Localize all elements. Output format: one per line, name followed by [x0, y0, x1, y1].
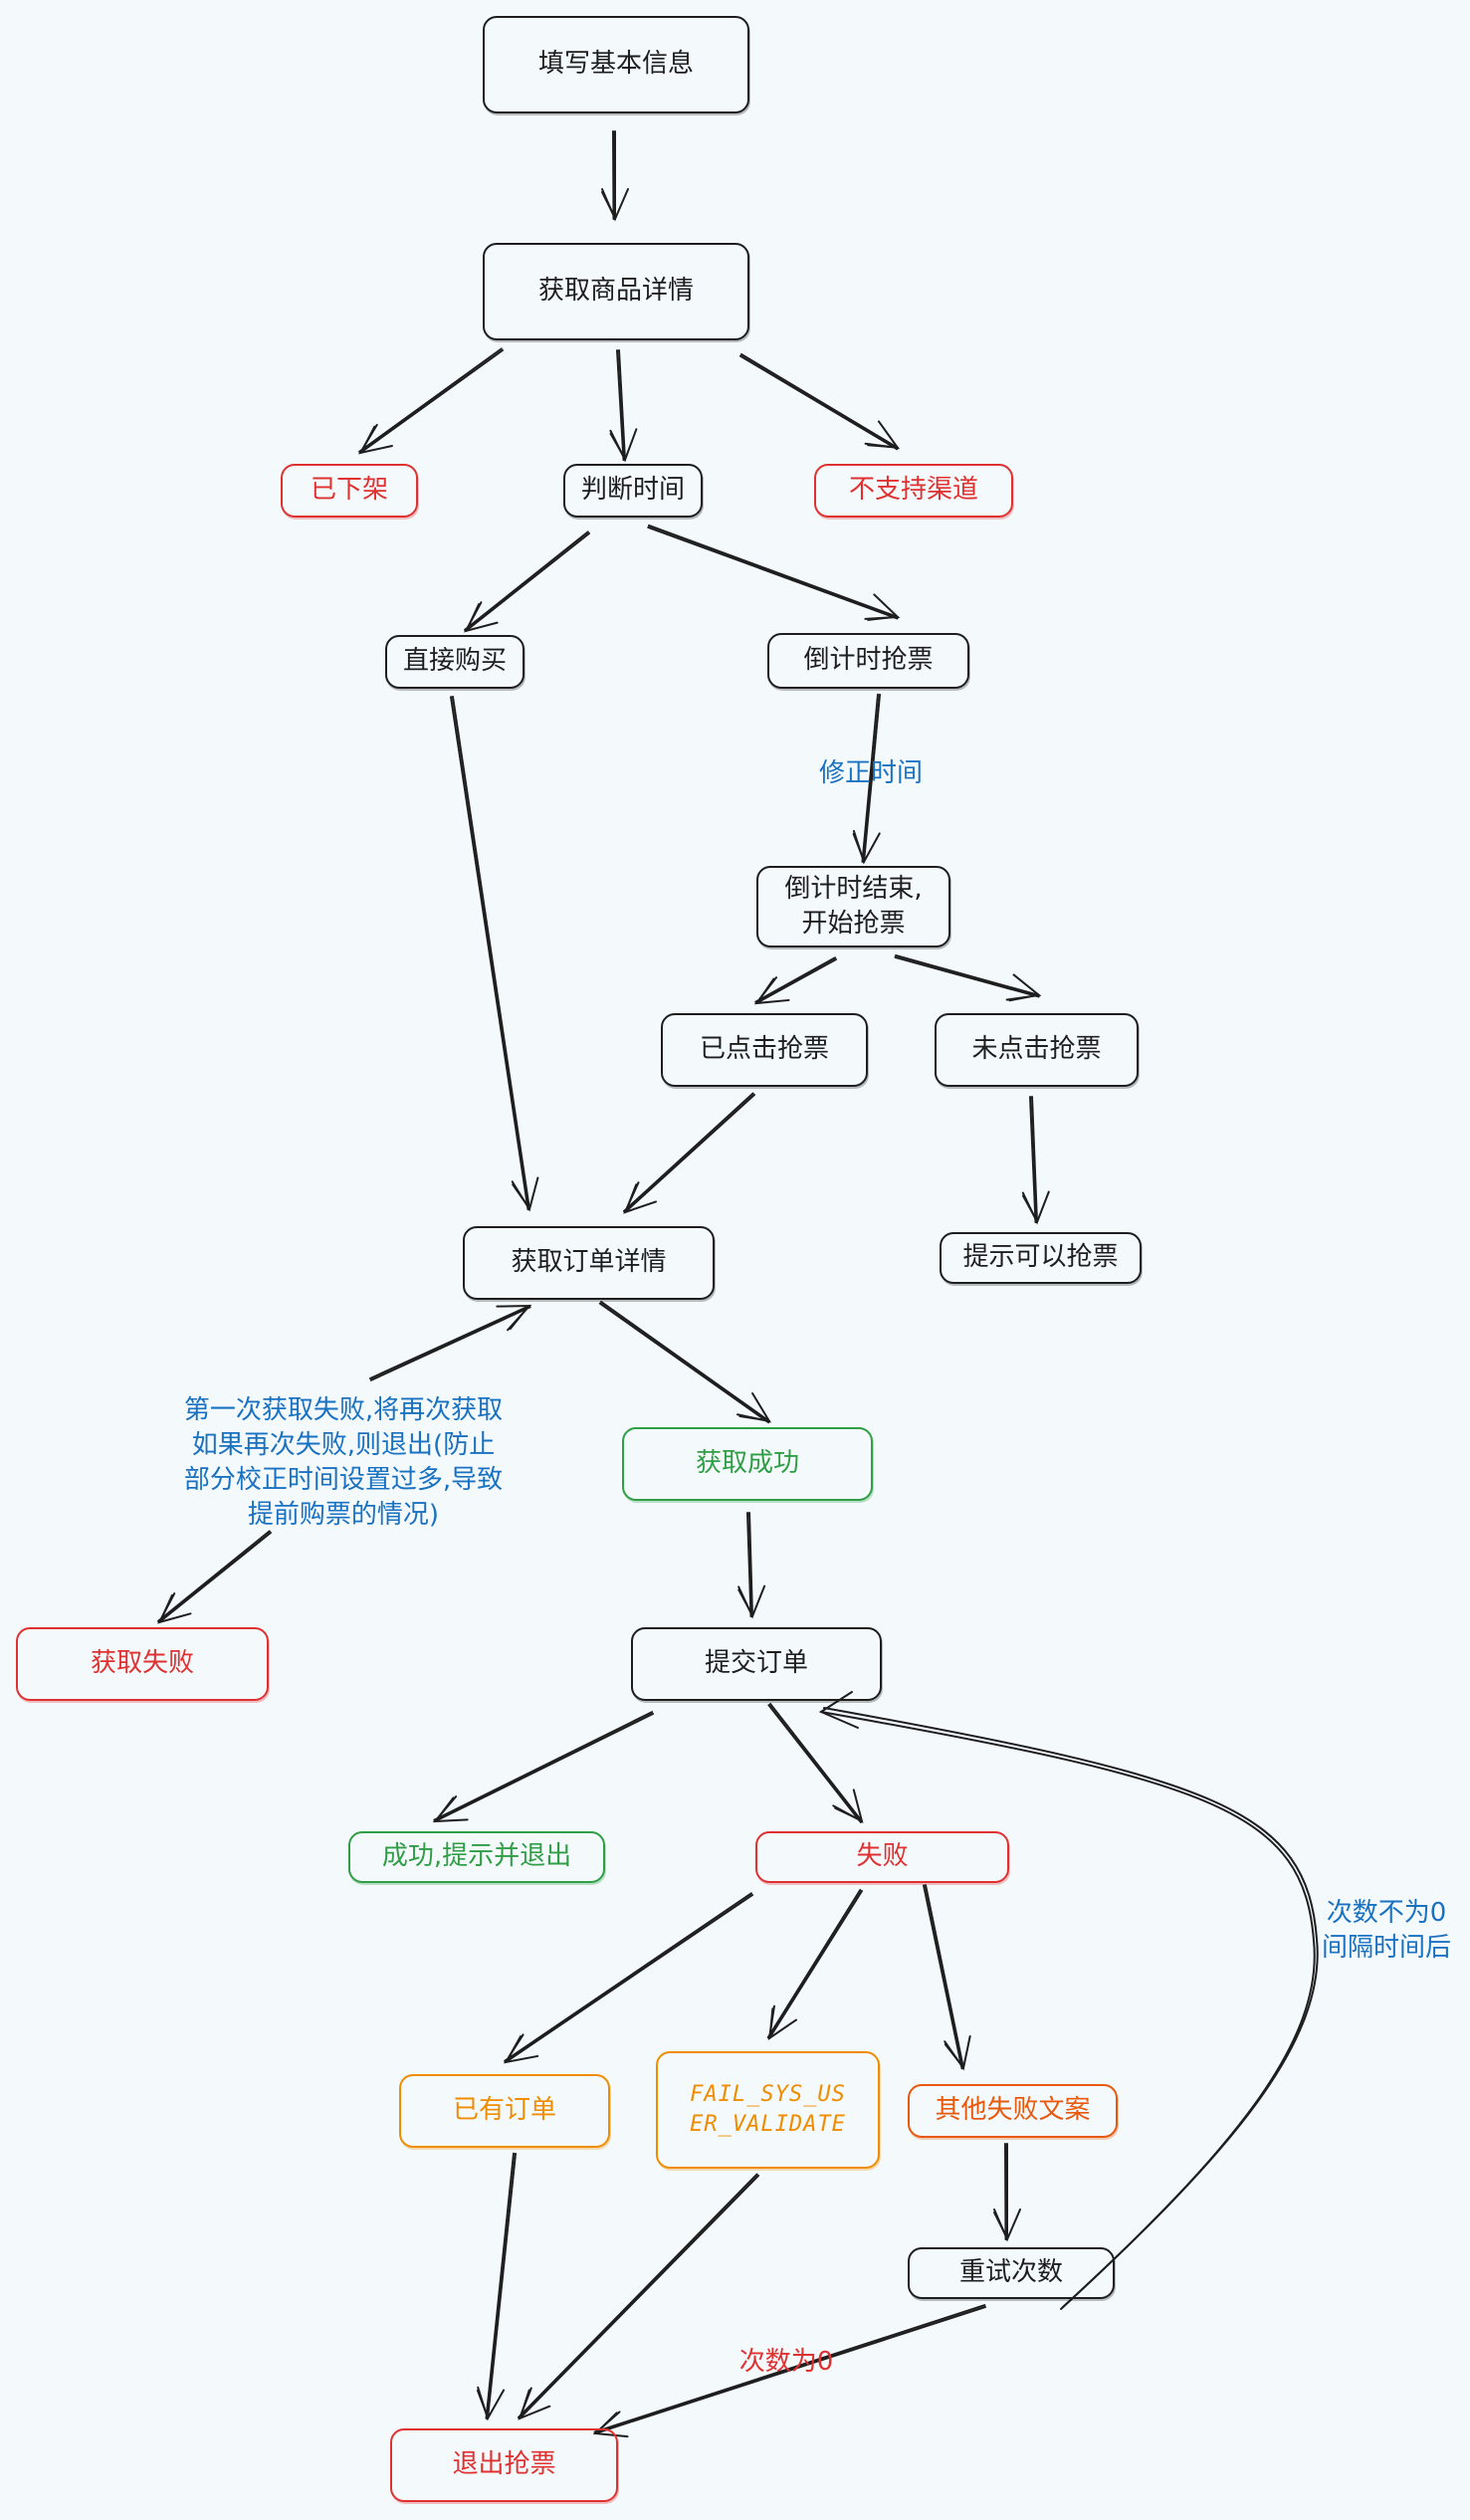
edge-product-to-offline: [357, 347, 504, 455]
edge-note-to-getfail: [157, 1530, 272, 1624]
node-countdown[interactable]: 倒计时抢票: [767, 633, 969, 689]
node-submit-order[interactable]: 提交订单: [631, 1627, 882, 1701]
edge-failsys-to-exit: [517, 2173, 759, 2420]
label-retry-zero: 次数为0: [738, 2347, 834, 2377]
edge-fail-to-failsys: [766, 1888, 863, 2041]
edge-otherfail-to-retry: [993, 2143, 1021, 2242]
node-get-order[interactable]: 获取订单详情: [463, 1226, 715, 1300]
node-get-success[interactable]: 获取成功: [622, 1427, 873, 1501]
node-clicked[interactable]: 已点击抢票: [661, 1013, 868, 1087]
node-has-order[interactable]: 已有订单: [399, 2074, 610, 2148]
edge-note-to-order: [369, 1304, 532, 1381]
node-other-fail[interactable]: 其他失败文案: [908, 2084, 1118, 2138]
node-get-product[interactable]: 获取商品详情: [483, 243, 749, 340]
node-prompt[interactable]: 提示可以抢票: [940, 1232, 1142, 1284]
node-judge-time[interactable]: 判断时间: [563, 464, 703, 518]
node-unsupported-channel[interactable]: 不支持渠道: [814, 464, 1013, 518]
edge-end-to-clicked: [753, 956, 837, 1005]
edge-direct-to-order: [450, 696, 539, 1212]
node-not-clicked[interactable]: 未点击抢票: [935, 1013, 1139, 1087]
node-fail-sys-user-validate[interactable]: FAIL_SYS_US ER_VALIDATE: [656, 2051, 880, 2169]
edge-end-to-notclicked: [894, 954, 1042, 1002]
edge-judge-to-countdown: [647, 525, 901, 621]
edge-product-to-channel: [738, 353, 901, 451]
edge-submit-to-successexit: [432, 1711, 654, 1823]
node-offline[interactable]: 已下架: [281, 464, 418, 518]
edge-retry-to-exit: [592, 2304, 986, 2438]
node-countdown-end[interactable]: 倒计时结束, 开始抢票: [756, 866, 950, 947]
edge-product-to-judge: [609, 349, 638, 463]
node-fill-info[interactable]: 填写基本信息: [483, 16, 749, 113]
edge-hasorder-to-exit: [476, 2152, 517, 2421]
edge-retry-loop-to-submit: [818, 1691, 1319, 2310]
node-exit[interactable]: 退出抢票: [390, 2428, 618, 2502]
label-fail-note: 第一次获取失败,将再次获取 如果再次失败,则退出(防止 部分校正时间设置过多,导…: [183, 1395, 504, 1531]
edge-submit-to-fail: [767, 1703, 864, 1823]
label-retry-nonzero: 次数不为0 间隔时间后: [1321, 1898, 1451, 1964]
node-success-exit[interactable]: 成功,提示并退出: [348, 1831, 605, 1883]
edge-fill-to-product: [601, 130, 629, 222]
edge-fail-to-hasorder: [503, 1892, 753, 2064]
edge-countdown-to-end: [852, 693, 881, 865]
node-retry-count[interactable]: 重试次数: [908, 2247, 1115, 2299]
node-buy-direct[interactable]: 直接购买: [385, 635, 525, 689]
edge-clicked-to-order: [622, 1092, 755, 1214]
edge-success-to-submit: [737, 1512, 766, 1619]
edge-notclicked-to-prompt: [1021, 1096, 1050, 1225]
node-fail[interactable]: 失败: [755, 1831, 1009, 1883]
edge-fail-to-otherfail: [923, 1884, 971, 2071]
node-get-fail[interactable]: 获取失败: [16, 1627, 269, 1701]
label-fix-time: 修正时间: [818, 758, 923, 788]
edge-judge-to-direct: [464, 530, 590, 633]
edge-order-to-success: [598, 1301, 772, 1424]
